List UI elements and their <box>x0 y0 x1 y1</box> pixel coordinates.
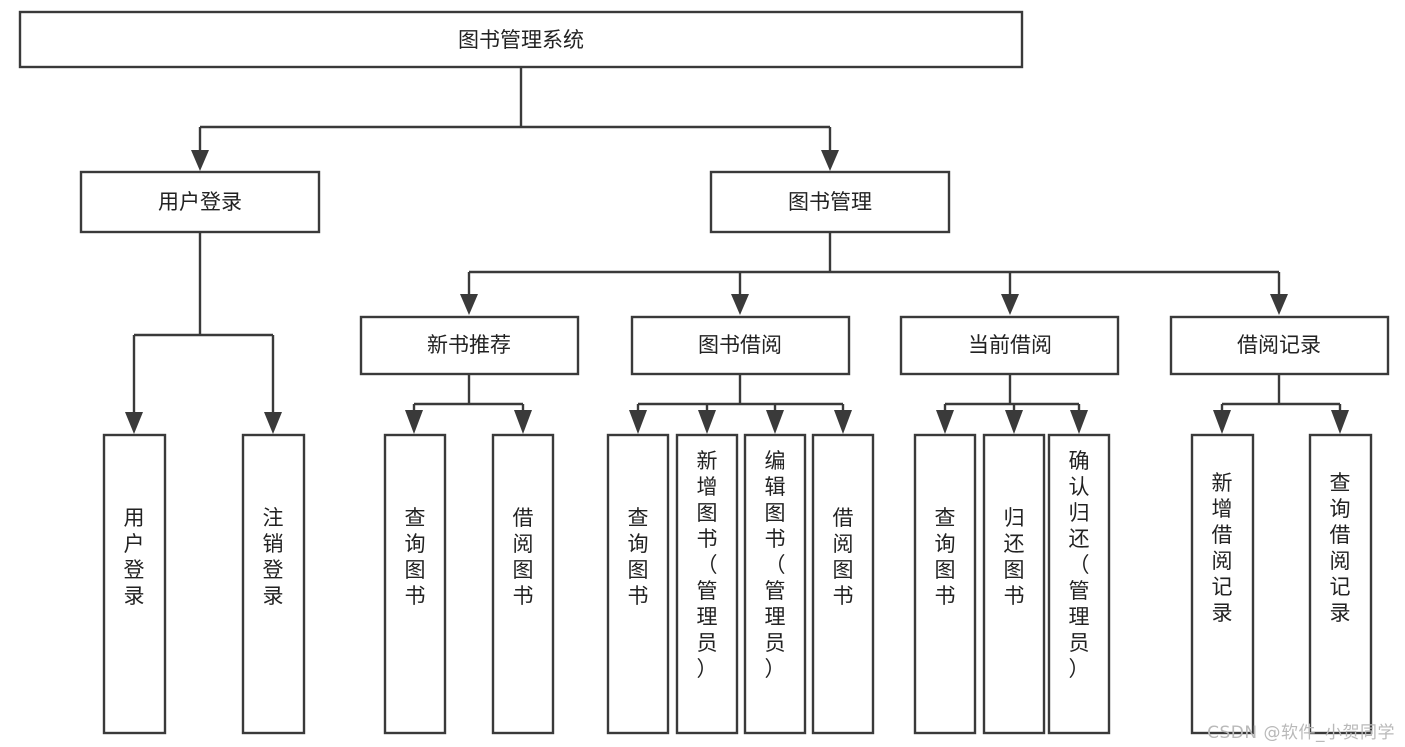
arrow-head-leaf-add-record <box>1213 410 1231 434</box>
leaf-query-book-1-box[interactable] <box>383 433 447 735</box>
arrow-head-leaf-return-book <box>1005 410 1023 434</box>
arrow-head-book-manage <box>821 150 839 171</box>
leaf-add-book-label: 新增图书（管理员） <box>697 449 718 681</box>
leaf-query-record-box[interactable] <box>1308 433 1373 735</box>
node-borrow-record-label: 借阅记录 <box>1237 333 1321 357</box>
leaf-return-book[interactable]: 归还图书 <box>982 433 1046 735</box>
connector-layer <box>125 67 1349 434</box>
leaf-add-book-box[interactable] <box>675 433 739 735</box>
leaf-borrow-book-2-box[interactable] <box>811 433 875 735</box>
leaf-return-book-label: 归还图书 <box>1004 506 1025 608</box>
leaf-edit-book-label: 编辑图书（管理员） <box>765 449 786 681</box>
leaf-user-login-label: 用户登录 <box>124 506 145 608</box>
leaf-borrow-book-2-label: 借阅图书 <box>833 506 854 608</box>
arrow-head-leaf-edit-book <box>766 410 784 434</box>
arrow-head-leaf-add-book <box>698 410 716 434</box>
leaf-borrow-book-2[interactable]: 借阅图书 <box>811 433 875 735</box>
leaf-borrow-book-1-label: 借阅图书 <box>513 506 534 608</box>
leaf-add-record-label: 新增借阅记录 <box>1212 471 1233 625</box>
leaf-user-login[interactable]: 用户登录 <box>102 433 167 735</box>
csdn-watermark: CSDN @软件_小贺同学 <box>1207 723 1395 743</box>
arrow-head-leaf-borrow-book-2 <box>834 410 852 434</box>
leaf-user-login-box[interactable] <box>102 433 167 735</box>
leaf-edit-book-box[interactable] <box>743 433 807 735</box>
arrow-head-user-login <box>191 150 209 171</box>
node-root-box[interactable] <box>18 10 1024 69</box>
leaf-edit-book[interactable]: 编辑图书（管理员） <box>743 433 807 735</box>
leaf-borrow-book-1[interactable]: 借阅图书 <box>491 433 555 735</box>
leaf-query-book-2-label: 查询图书 <box>628 506 649 608</box>
arrow-head-leaf-confirm-return <box>1070 410 1088 434</box>
leaf-query-book-1-label: 查询图书 <box>405 506 426 608</box>
node-borrow-record-box[interactable] <box>1169 315 1390 376</box>
leaf-query-record-label: 查询借阅记录 <box>1330 471 1351 625</box>
leaf-user-logout[interactable]: 注销登录 <box>241 433 306 735</box>
leaf-query-book-3-box[interactable] <box>913 433 977 735</box>
arrow-head-leaf-query-book-1 <box>405 410 423 434</box>
leaf-add-record-box[interactable] <box>1190 433 1255 735</box>
node-borrow-record[interactable]: 借阅记录 <box>1169 315 1390 376</box>
arrow-head-leaf-query-record <box>1331 410 1349 434</box>
leaf-return-book-box[interactable] <box>982 433 1046 735</box>
arrow-head-book-borrow <box>731 294 749 315</box>
arrow-head-leaf-user-login <box>125 412 143 434</box>
leaf-add-book[interactable]: 新增图书（管理员） <box>675 433 739 735</box>
node-current-borrow-label: 当前借阅 <box>968 333 1052 357</box>
leaf-borrow-book-1-box[interactable] <box>491 433 555 735</box>
leaf-query-book-2-box[interactable] <box>606 433 670 735</box>
node-current-borrow[interactable]: 当前借阅 <box>899 315 1120 376</box>
leaf-confirm-return[interactable]: 确认归还（管理员） <box>1047 433 1111 735</box>
leaf-query-book-3-label: 查询图书 <box>935 506 956 608</box>
node-book-borrow-box[interactable] <box>630 315 851 376</box>
leaf-user-logout-label: 注销登录 <box>263 506 284 608</box>
leaf-query-book-3[interactable]: 查询图书 <box>913 433 977 735</box>
node-book-manage[interactable]: 图书管理 <box>709 170 951 234</box>
leaf-add-record[interactable]: 新增借阅记录 <box>1190 433 1255 735</box>
node-new-book-recommend[interactable]: 新书推荐 <box>359 315 580 376</box>
arrow-head-leaf-borrow-book-1 <box>514 410 532 434</box>
arrow-head-borrow-record <box>1270 294 1288 315</box>
arrow-head-new-book-recommend <box>460 294 478 315</box>
node-root-label: 图书管理系统 <box>458 28 584 52</box>
node-book-manage-label: 图书管理 <box>788 190 872 214</box>
leaf-query-record[interactable]: 查询借阅记录 <box>1308 433 1373 735</box>
node-new-book-recommend-box[interactable] <box>359 315 580 376</box>
node-book-borrow-label: 图书借阅 <box>698 333 782 357</box>
node-user-login-label: 用户登录 <box>158 190 242 214</box>
node-current-borrow-box[interactable] <box>899 315 1120 376</box>
arrow-head-leaf-user-logout <box>264 412 282 434</box>
node-new-book-recommend-label: 新书推荐 <box>427 333 511 357</box>
node-user-login-box[interactable] <box>79 170 321 234</box>
leaf-query-book-2[interactable]: 查询图书 <box>606 433 670 735</box>
node-user-login[interactable]: 用户登录 <box>79 170 321 234</box>
node-root[interactable]: 图书管理系统 <box>18 10 1024 69</box>
node-book-borrow[interactable]: 图书借阅 <box>630 315 851 376</box>
leaf-confirm-return-box[interactable] <box>1047 433 1111 735</box>
arrow-head-leaf-query-book-2 <box>629 410 647 434</box>
leaf-query-book-1[interactable]: 查询图书 <box>383 433 447 735</box>
node-book-manage-box[interactable] <box>709 170 951 234</box>
leaf-confirm-return-label: 确认归还（管理员） <box>1069 449 1090 681</box>
arrow-head-leaf-query-book-3 <box>936 410 954 434</box>
arrow-head-current-borrow <box>1001 294 1019 315</box>
leaf-user-logout-box[interactable] <box>241 433 306 735</box>
